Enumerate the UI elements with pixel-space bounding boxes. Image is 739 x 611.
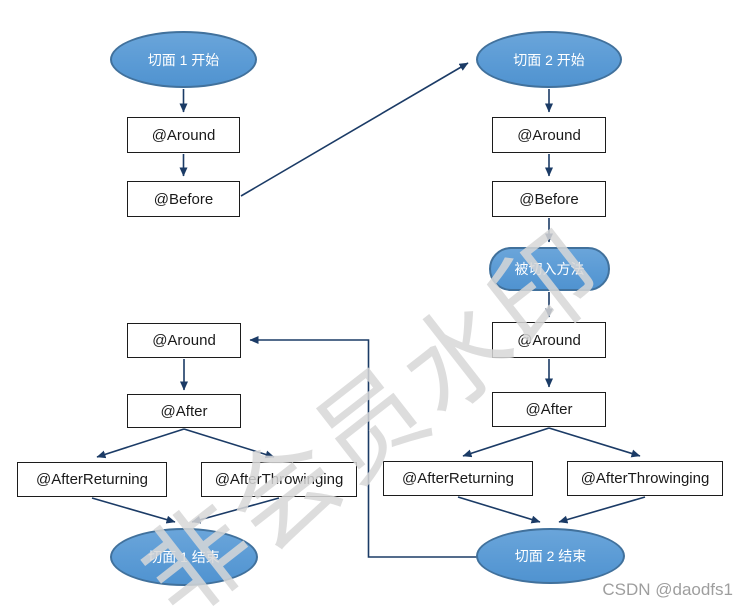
node-afterreturning-left: @AfterReturning	[17, 462, 167, 497]
node-around-left-top: @Around	[127, 117, 240, 153]
node-aspect1-start: 切面 1 开始	[110, 31, 257, 88]
node-afterthrowinging-left: @AfterThrowinging	[201, 462, 357, 497]
arrow-afterthrowinging-aspect1end	[191, 497, 280, 524]
arrow-after-afterreturning-right	[462, 427, 550, 458]
node-target-method: 被切入方法	[489, 247, 610, 291]
node-before-right: @Before	[492, 181, 606, 217]
node-around-right-bottom: @Around	[492, 322, 606, 358]
arrow-afterreturning-aspect2end	[457, 496, 541, 524]
csdn-credit: CSDN @daodfs1	[602, 580, 733, 599]
arrow-afterreturning-aspect1end	[91, 497, 176, 524]
node-after-left: @After	[127, 394, 241, 428]
node-afterreturning-right: @AfterReturning	[383, 461, 533, 496]
arrow-after-afterthrowinging-left	[183, 428, 275, 459]
arrow-after-afterthrowinging-right	[548, 427, 641, 458]
arrow-aspect2end-around-left	[249, 336, 477, 558]
arrow-after-afterreturning-left	[96, 428, 185, 459]
arrow-afterthrowinging-aspect2end	[558, 496, 646, 524]
node-aspect1-end: 切面 1 结束	[110, 528, 258, 586]
node-aspect2-start: 切面 2 开始	[476, 31, 622, 88]
node-after-right: @After	[492, 392, 606, 427]
node-aspect2-end: 切面 2 结束	[476, 528, 625, 584]
node-around-left-bottom: @Around	[127, 323, 241, 358]
arrow-beforeleft-aspect2start	[240, 62, 469, 197]
node-afterthrowinging-right: @AfterThrowinging	[567, 461, 723, 496]
node-before-left: @Before	[127, 181, 240, 217]
node-around-right-top: @Around	[492, 117, 606, 153]
